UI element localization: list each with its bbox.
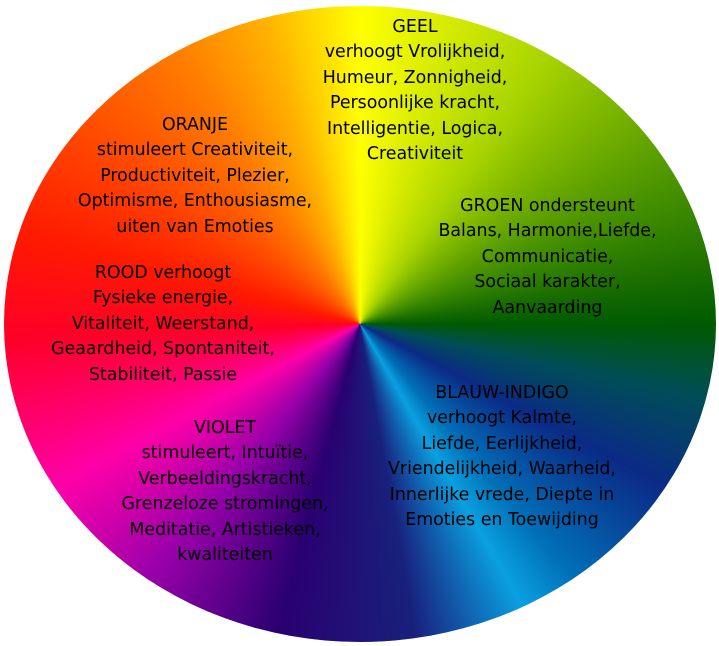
groen-label: GROEN ondersteunt Balans, Harmonie,Liefd…: [415, 194, 680, 321]
groen-line: Aanvaarding: [492, 297, 603, 318]
rood-line: Stabiliteit, Passie: [88, 364, 238, 385]
blauw-line: Emoties en Toewijding: [405, 510, 599, 531]
violet-line: Grenzeloze stromingen,: [121, 494, 329, 515]
violet-line: kwaliteiten: [177, 545, 273, 566]
oranje-line: stimuleert Creativiteit,: [96, 140, 294, 161]
groen-line: Sociaal karakter,: [474, 272, 621, 293]
rood-line: Geaardheid, Spontaniteit,: [51, 339, 275, 360]
oranje-line: uiten van Emoties: [116, 216, 274, 237]
geel-line: verhoogt Vrolijkheid,: [324, 42, 506, 63]
violet-line: stimuleert, Intuïtie,: [141, 443, 309, 464]
violet-line: Meditatie, Artistieken,: [129, 519, 321, 540]
groen-line: Communicatie,: [481, 246, 614, 267]
groen-title: GROEN ondersteunt: [460, 196, 635, 216]
oranje-line: Productiviteit, Plezier,: [100, 165, 290, 186]
rood-line: Fysieke energie,: [92, 288, 234, 309]
geel-line: Intelligentie, Logica,: [327, 118, 503, 139]
rood-line: Vitaliteit, Weerstand,: [71, 313, 255, 334]
rood-title: ROOD verhoogt: [94, 263, 232, 283]
geel-line: Humeur, Zonnigheid,: [322, 67, 508, 88]
geel-line: Creativiteit: [366, 144, 464, 165]
blauw-title: BLAUW-INDIGO: [435, 383, 569, 403]
oranje-title: ORANJE: [161, 115, 229, 135]
groen-line: Balans, Harmonie,Liefde,: [438, 221, 657, 242]
violet-title: VIOLET: [193, 418, 256, 438]
blauw-line: Liefde, Eerlijkheid,: [421, 433, 583, 454]
geel-line: Persoonlijke kracht,: [329, 93, 501, 114]
blauw-label: BLAUW-INDIGO verhoogt Kalmte, Liefde, Ee…: [352, 381, 652, 533]
violet-line: Verbeeldingskracht,: [138, 468, 312, 489]
geel-title: GEEL: [392, 17, 438, 37]
blauw-line: Vriendelijkheid, Waarheid,: [388, 459, 616, 480]
color-wheel: [4, 6, 716, 642]
blauw-line: verhoogt Kalmte,: [426, 408, 578, 429]
violet-label: VIOLET stimuleert, Intuïtie, Verbeelding…: [95, 416, 355, 568]
oranje-label: ORANJE stimuleert Creativiteit, Producti…: [60, 113, 330, 240]
rood-label: ROOD verhoogt Fysieke energie, Vitalitei…: [28, 261, 298, 388]
geel-label: GEEL verhoogt Vrolijkheid, Humeur, Zonni…: [305, 15, 525, 167]
oranje-line: Optimisme, Enthousiasme,: [77, 191, 313, 212]
blauw-line: Innerlijke vrede, Diepte in: [389, 484, 615, 505]
